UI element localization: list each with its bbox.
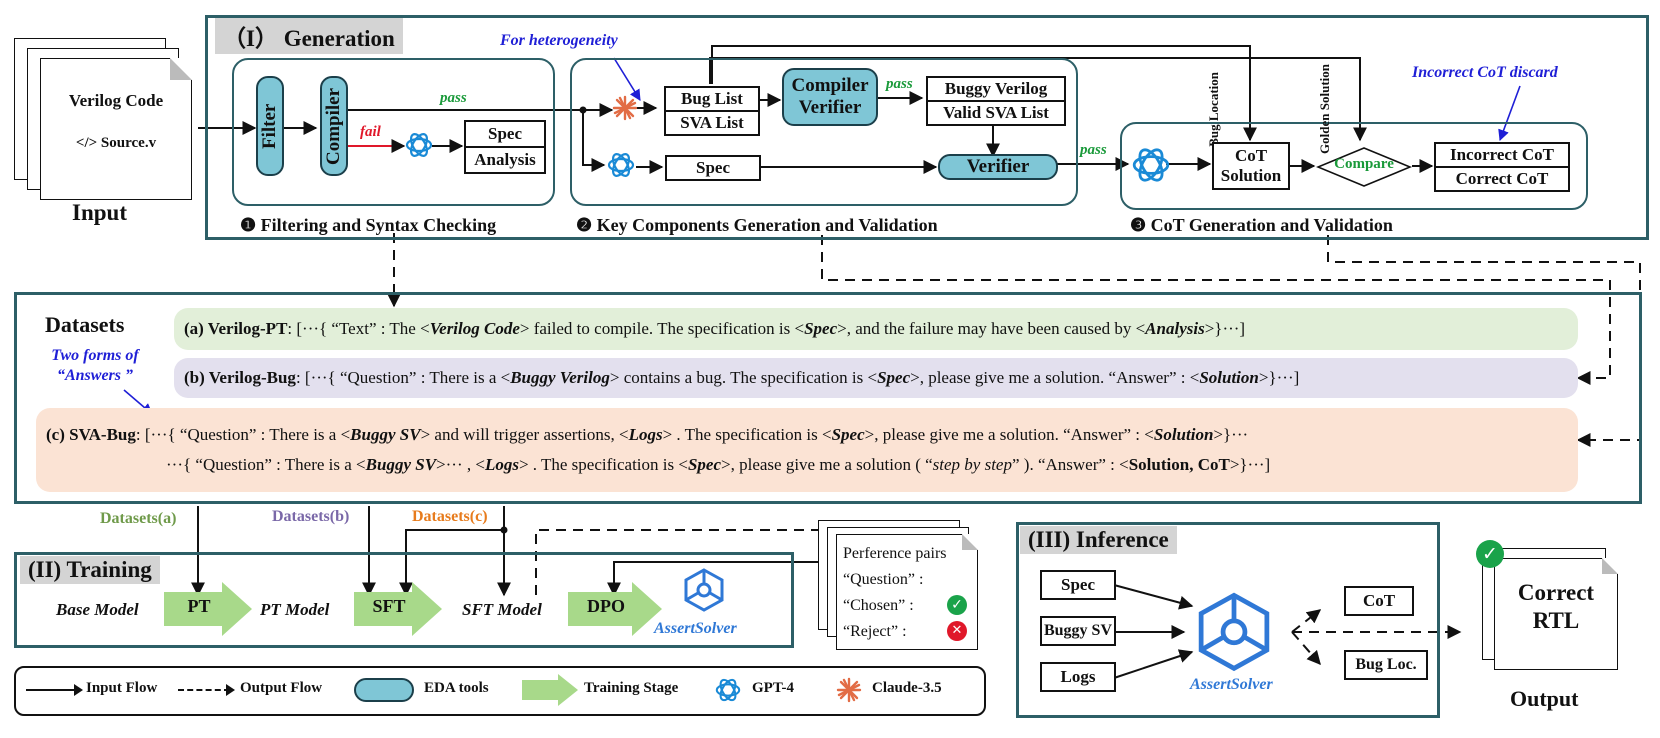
valid-sva-list-box: Valid SVA List	[926, 100, 1066, 126]
assertsolver-inference-icon	[1190, 588, 1278, 672]
pass-label-1: pass	[440, 90, 467, 106]
assertsolver-label-training: AssertSolver	[654, 620, 737, 637]
dataset-row-a: (a) Verilog-PT: [···{ “Text” : The <Veri…	[174, 308, 1578, 350]
input-doc: Verilog Code </> Source.v	[40, 58, 192, 200]
output-doc: Correct RTL	[1494, 558, 1618, 670]
pass-label-3: pass	[1080, 142, 1107, 158]
legend-gpt4-icon	[714, 676, 742, 704]
inf-logs-box: Logs	[1040, 662, 1116, 692]
step1-label: ❶ Filtering and Syntax Checking	[240, 215, 497, 235]
legend-claude-icon	[836, 677, 862, 703]
gpt4-icon	[404, 130, 434, 160]
sft-model-label: SFT Model	[462, 600, 542, 619]
inf-spec-box: Spec	[1040, 570, 1116, 600]
dpo-stage: DPO	[568, 582, 662, 636]
filter-eda: Filter	[256, 76, 284, 176]
inf-buggy-sv-box: Buggy SV	[1040, 616, 1116, 646]
inference-panel	[1016, 522, 1440, 718]
input-label: Input	[72, 200, 127, 225]
legend-output-flow: Output Flow	[240, 680, 323, 696]
legend	[14, 666, 986, 716]
claude-icon	[612, 95, 638, 121]
output-doc-stack: Correct RTL ✓	[1476, 540, 1624, 672]
input-doc-stack: Verilog Code </> Source.v	[14, 38, 194, 200]
analysis-box: Analysis	[464, 146, 546, 174]
incorrect-cot-box: Incorrect CoT	[1434, 142, 1570, 168]
cross-icon: ✕	[947, 621, 967, 641]
preference-pairs-doc: Perference pairs “Question” : “Chosen” :…	[818, 520, 988, 650]
dataset-row-b: (b) Verilog-Bug: [···{ “Question” : Ther…	[174, 358, 1578, 398]
datasets-title: Datasets	[45, 312, 125, 337]
verifier-eda: Verifier	[938, 154, 1058, 180]
datasets-a-label: Datasets(a)	[100, 510, 177, 527]
pairs-reject: “Reject” :	[843, 623, 907, 640]
step2-label: ❷ Key Components Generation and Validati…	[576, 215, 938, 235]
spec-box-1: Spec	[464, 120, 546, 148]
inf-cot-box: CoT	[1344, 586, 1414, 616]
pass-label-2: pass	[886, 76, 913, 92]
check-icon: ✓	[947, 595, 967, 615]
buggy-verilog-box: Buggy Verilog	[926, 76, 1066, 102]
generation-panel	[205, 15, 1649, 240]
incorrect-cot-note: Incorrect CoT discard	[1412, 64, 1558, 81]
cot-solution-box: CoT Solution	[1212, 142, 1290, 190]
compiler-eda: Compiler	[320, 76, 348, 176]
golden-solution-label: Golden Solution	[1317, 64, 1332, 154]
inference-title: (III) Inference	[1020, 526, 1177, 554]
training-title: (II) Training	[20, 556, 160, 584]
correct-rtl-label: Correct RTL	[1517, 580, 1595, 633]
legend-gpt4: GPT-4	[752, 680, 794, 696]
assertsolver-logo-icon	[680, 566, 728, 612]
pt-stage: PT	[164, 582, 252, 636]
bug-location-label: Bug Location	[1206, 72, 1221, 147]
datasets-b-label: Datasets(b)	[272, 508, 350, 525]
correct-cot-box: Correct CoT	[1434, 166, 1570, 192]
output-check-icon: ✓	[1476, 540, 1504, 568]
output-label: Output	[1510, 686, 1579, 711]
assertsolver-label-inference: AssertSolver	[1190, 676, 1273, 693]
datasets-panel	[14, 292, 1642, 504]
gpt4-icon-3	[1130, 144, 1172, 186]
legend-training-swatch	[522, 674, 578, 706]
gpt4-icon-2	[606, 150, 636, 180]
legend-training-stage: Training Stage	[584, 680, 679, 696]
inf-bug-loc-box: Bug Loc.	[1344, 650, 1428, 680]
key-components-box	[570, 58, 1078, 206]
pt-model-label: PT Model	[260, 600, 330, 619]
heterogeneity-note: For heterogeneity	[500, 32, 618, 49]
generation-title: （I） Generation	[215, 18, 403, 54]
legend-input-flow: Input Flow	[86, 680, 158, 696]
spec-box-2: Spec	[665, 155, 761, 181]
compiler-verifier-eda: Compiler Verifier	[782, 68, 878, 126]
step3-label: ❸ CoT Generation and Validation	[1130, 215, 1393, 235]
pairs-chosen: “Chosen” :	[843, 597, 914, 614]
base-model-label: Base Model	[56, 600, 139, 619]
sft-stage: SFT	[354, 582, 442, 636]
compare-diamond: Compare	[1315, 146, 1413, 188]
pairs-question: “Question” :	[843, 571, 924, 588]
fail-label: fail	[360, 124, 381, 140]
legend-eda-swatch	[354, 678, 414, 702]
legend-input-flow-line	[26, 689, 78, 691]
pairs-title: Perference pairs	[843, 545, 947, 562]
training-panel	[14, 552, 794, 648]
bug-list-box: Bug List	[664, 86, 760, 112]
legend-output-flow-line	[178, 689, 230, 691]
dataset-row-c: (c) SVA-Bug: [···{ “Question” : There is…	[36, 408, 1578, 492]
input-doc-file: </> Source.v	[75, 135, 157, 151]
input-doc-title: Verilog Code	[68, 91, 164, 110]
answers-note: Two forms of “Answers ”	[51, 347, 139, 384]
edge-bug-location	[711, 45, 1257, 142]
datasets-c-label: Datasets(c)	[412, 508, 488, 525]
legend-claude: Claude-3.5	[872, 680, 942, 696]
cot-box	[1120, 122, 1588, 210]
filter-syntax-box	[232, 58, 555, 206]
legend-eda-tools: EDA tools	[424, 680, 489, 696]
sva-list-box: SVA List	[664, 110, 760, 136]
compare-label: Compare	[1334, 156, 1394, 172]
